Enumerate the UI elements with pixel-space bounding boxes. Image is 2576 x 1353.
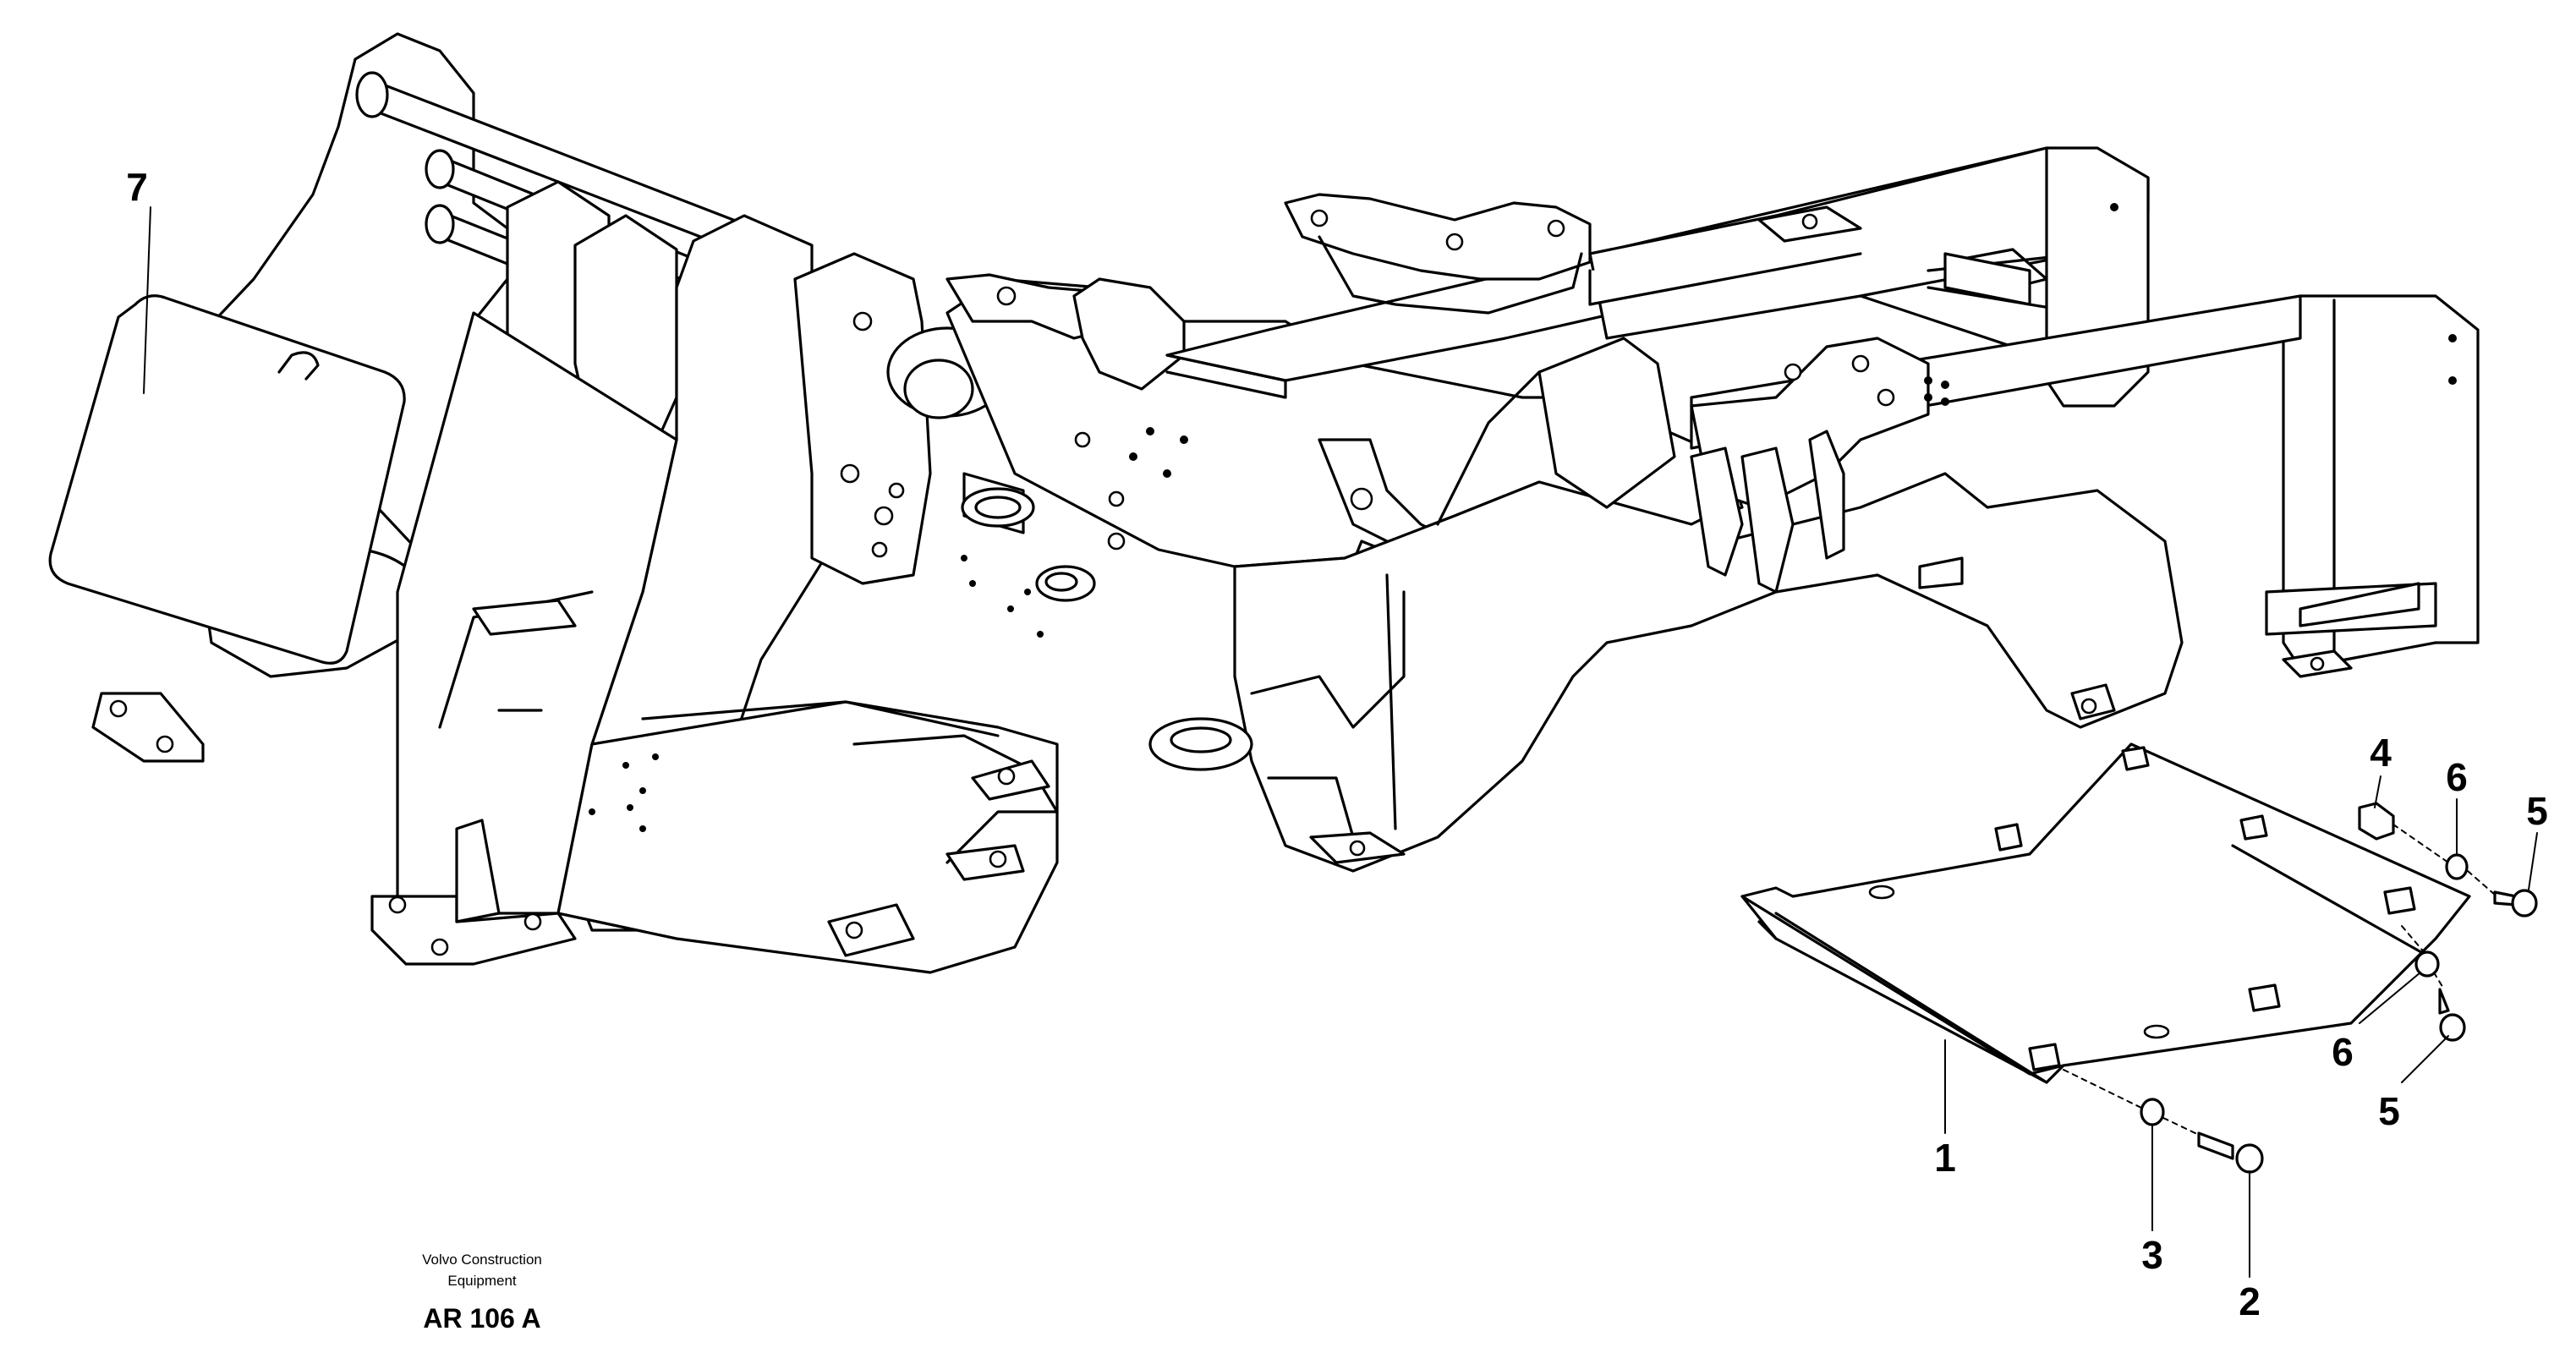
callout-3: 3 [2141,1233,2163,1277]
washer-6-upper [2445,853,2469,880]
bolt-2 [2197,1131,2234,1160]
callout-7: 7 [126,165,148,209]
cover-plate-7 [48,294,406,665]
bolt-5-lower [2438,988,2450,1015]
callout-6-upper: 6 [2446,755,2468,799]
caption-manufacturer-line2: Equipment [447,1273,517,1289]
callout-1: 1 [1934,1136,1956,1180]
callout-6-lower: 6 [2332,1030,2354,1074]
washer-3 [2140,1098,2165,1126]
callout-5-upper: 5 [2526,789,2548,833]
rear-frame [945,146,2480,873]
callout-5-lower: 5 [2378,1089,2400,1133]
washer-6-lower [2414,950,2440,978]
belly-guard-plate-1 [1740,742,2471,1084]
caption-block: Volvo Construction Equipment AR 106 A [422,1252,542,1334]
leader-lines [143,206,2538,1278]
callout-2: 2 [2239,1279,2261,1323]
caption-manufacturer-line1: Volvo Construction [422,1252,542,1268]
callout-labels: 7 1 3 2 4 6 5 6 5 [126,165,2548,1323]
clip-bracket-4 [2358,802,2395,841]
callout-4: 4 [2370,731,2392,775]
drawing-reference: AR 106 A [423,1303,540,1334]
fasteners [2063,802,2538,1174]
